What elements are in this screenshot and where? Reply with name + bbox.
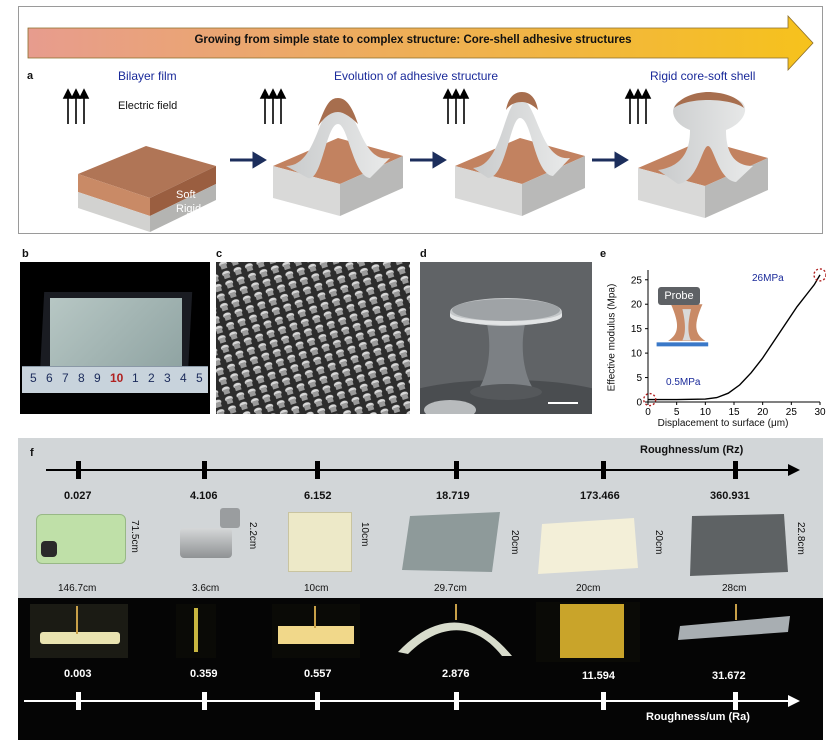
x-tick-label: 30 bbox=[814, 407, 826, 418]
panel-f-bottom bbox=[18, 598, 823, 740]
modulus-curve bbox=[648, 274, 821, 401]
s6-lift-photo bbox=[678, 604, 790, 640]
modulus-chart: 0 5 10 15 20 25 30 0 5 10 15 20 25 bbox=[631, 268, 826, 418]
s5-height: 20cm bbox=[653, 530, 664, 555]
stage-arrow-2 bbox=[410, 151, 447, 169]
s3-height: 10cm bbox=[359, 522, 370, 547]
panel-a-graphics bbox=[27, 14, 814, 232]
x-tick-label: 5 bbox=[674, 407, 680, 418]
chart-xlabel: Displacement to surface (μm) bbox=[657, 418, 789, 429]
y-tick-label: 25 bbox=[631, 275, 643, 286]
scale-bar bbox=[548, 402, 578, 404]
phone-substrate bbox=[36, 514, 126, 564]
ra-axis-title: Roughness/um (Ra) bbox=[646, 711, 750, 723]
s4-width: 29.7cm bbox=[434, 583, 467, 594]
annot-05mpa: 0.5MPa bbox=[666, 377, 701, 388]
roughness-axes bbox=[24, 461, 800, 710]
banner-text: Growing from simple state to complex str… bbox=[194, 34, 632, 46]
rz-value: 360.931 bbox=[710, 490, 750, 502]
ra-value: 2.876 bbox=[442, 668, 470, 680]
phone-height: 71.5cm bbox=[129, 520, 140, 553]
rz-value: 4.106 bbox=[190, 490, 218, 502]
rz-value: 173.466 bbox=[580, 490, 620, 502]
substrate-4 bbox=[402, 512, 500, 572]
structure-stage-2 bbox=[455, 92, 585, 216]
chart-ylabel: Effective modulus (Mpa) bbox=[606, 283, 618, 392]
substrate-5 bbox=[538, 518, 638, 574]
s3-lift-photo bbox=[272, 604, 360, 658]
title-core-shell: Rigid core-soft shell bbox=[650, 69, 756, 83]
y-tick-label: 0 bbox=[636, 398, 642, 409]
panel-a-label: a bbox=[27, 70, 34, 82]
substrate-6 bbox=[690, 514, 788, 576]
x-tick-label: 0 bbox=[645, 407, 651, 418]
s5-lift-photo bbox=[536, 602, 640, 662]
bolt-height: 2.2cm bbox=[247, 522, 258, 550]
panel-a bbox=[18, 6, 823, 234]
bolt-substrate bbox=[180, 528, 232, 558]
ra-value: 31.672 bbox=[712, 670, 746, 682]
s4-lift-photo bbox=[398, 604, 512, 656]
x-tick-label: 25 bbox=[786, 407, 798, 418]
phone-lift-photo bbox=[30, 604, 128, 658]
panel-d-label: d bbox=[420, 248, 427, 260]
pillar-core bbox=[682, 309, 691, 341]
single-pillar-sem bbox=[420, 262, 592, 414]
field-arrows-1 bbox=[62, 88, 90, 124]
rz-axis-title: Roughness/um (Rz) bbox=[640, 444, 744, 456]
rz-value: 0.027 bbox=[64, 490, 92, 502]
ra-value: 0.557 bbox=[304, 668, 332, 680]
substrate-3 bbox=[288, 512, 352, 572]
stage-arrow-1 bbox=[230, 151, 267, 169]
film-photo: 5 6 7 8 9 10 1 2 3 4 5 bbox=[20, 262, 210, 414]
s4-height: 20cm bbox=[509, 530, 520, 555]
y-tick-label: 10 bbox=[631, 349, 643, 360]
s5-width: 20cm bbox=[576, 583, 601, 594]
field-arrows-3 bbox=[442, 88, 470, 124]
rz-value: 6.152 bbox=[304, 490, 332, 502]
ra-value: 11.594 bbox=[582, 670, 616, 682]
y-tick-label: 20 bbox=[631, 300, 643, 311]
banner-arrow bbox=[27, 14, 814, 72]
nut bbox=[220, 508, 240, 528]
low-point-circle bbox=[643, 392, 657, 407]
electric-field-label: Electric field bbox=[118, 100, 178, 112]
bolt-width: 3.6cm bbox=[192, 583, 220, 594]
ruler: 5 6 7 8 9 10 1 2 3 4 5 bbox=[22, 366, 208, 393]
panel-e-label: e bbox=[600, 248, 607, 260]
probe-label: Probe bbox=[658, 287, 700, 305]
s6-height: 22.8cm bbox=[795, 522, 806, 555]
soft-label: Soft bbox=[176, 189, 196, 201]
ra-value: 0.359 bbox=[190, 668, 218, 680]
structure-core-shell bbox=[638, 92, 768, 218]
pillar-array-sem bbox=[216, 262, 410, 414]
ra-value: 0.003 bbox=[64, 668, 92, 680]
x-tick-label: 10 bbox=[700, 407, 712, 418]
x-tick-label: 15 bbox=[728, 407, 740, 418]
phone-width: 146.7cm bbox=[58, 583, 97, 594]
field-arrows-4 bbox=[624, 88, 652, 124]
s6-width: 28cm bbox=[722, 583, 747, 594]
title-evolution: Evolution of adhesive structure bbox=[334, 69, 499, 83]
bolt-lift-photo bbox=[176, 604, 216, 658]
substrate-bar bbox=[656, 342, 709, 347]
structure-stage-1 bbox=[273, 98, 403, 216]
panel-b-label: b bbox=[22, 248, 29, 260]
title-bilayer-film: Bilayer film bbox=[118, 69, 177, 83]
y-tick-label: 15 bbox=[631, 324, 643, 335]
x-tick-label: 20 bbox=[757, 407, 769, 418]
rigid-label: Rigid bbox=[176, 203, 202, 215]
s3-width: 10cm bbox=[304, 583, 329, 594]
annot-26mpa: 26MPa bbox=[752, 273, 784, 284]
y-tick-label: 5 bbox=[636, 373, 642, 384]
high-point-circle bbox=[813, 268, 826, 282]
field-arrows-2 bbox=[259, 88, 287, 124]
stage-arrow-3 bbox=[592, 151, 629, 169]
rz-value: 18.719 bbox=[436, 490, 470, 502]
bilayer-block bbox=[78, 146, 216, 232]
panel-f-label: f bbox=[30, 447, 34, 459]
panel-c-label: c bbox=[216, 248, 223, 260]
